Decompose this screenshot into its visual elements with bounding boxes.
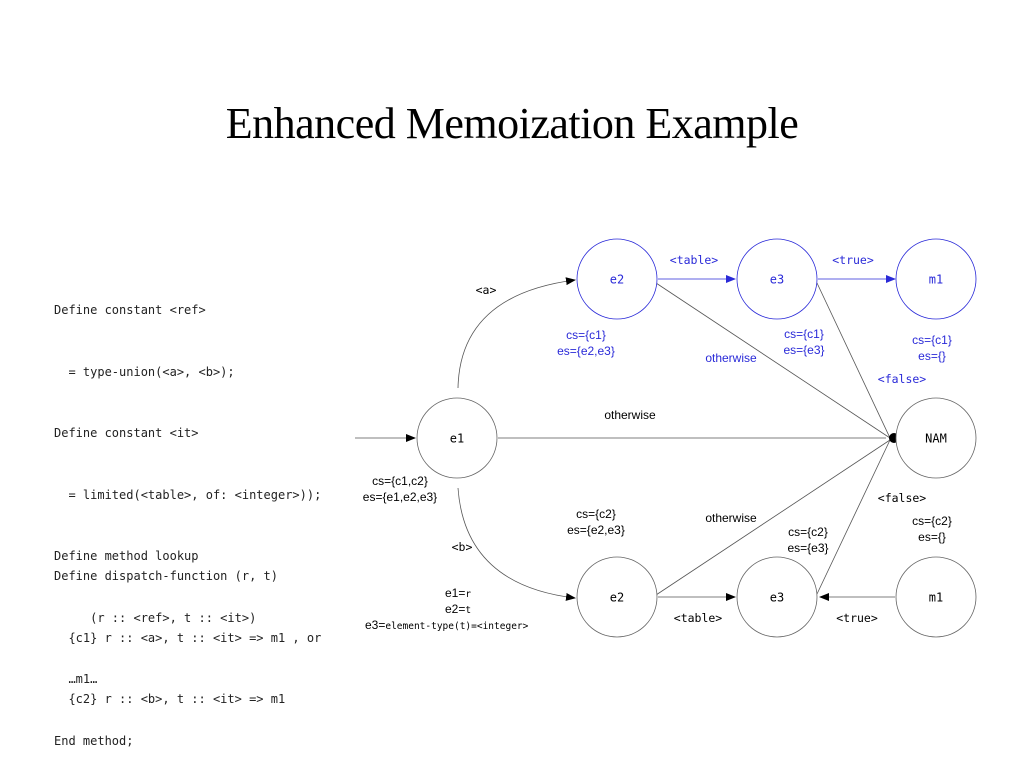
annotation-e2-top-cs: cs={c1} (566, 328, 606, 342)
node-label-e3-top: e3 (770, 273, 784, 287)
code-line: {c1} r :: <a>, t :: <it> => m1 , or (54, 630, 322, 645)
legend-e1: e1=r (445, 586, 471, 600)
edge-label-b: <b> (452, 540, 473, 554)
annotation-e2-top-es: es={e2,e3} (557, 344, 615, 358)
code-line: Define constant <it> (54, 426, 199, 440)
code-line: Define constant <ref> (54, 303, 206, 317)
node-nam (895, 397, 977, 479)
edge-label-true-bottom: <true> (836, 611, 878, 625)
annotation-e2-bottom-es: es={e2,e3} (567, 523, 625, 537)
edge-e1-e2-bottom (457, 487, 576, 601)
node-label-e1: e1 (450, 432, 464, 446)
edge-label-false-top: <false> (878, 372, 927, 386)
legend-e2: e2=t (445, 602, 471, 616)
annotation-e2-bottom-cs: cs={c2} (576, 507, 616, 521)
edge-label-table-top: <table> (670, 253, 719, 267)
variable-legend: e1=r e2=t e3=element-type(t)=<integer> (365, 586, 529, 632)
edge-e2top-nam (655, 282, 891, 439)
code-line: …m1… (54, 672, 98, 686)
annotation-e3-top-cs: cs={c1} (784, 327, 824, 341)
code-line: = type-union(<a>, <b>); (54, 364, 235, 379)
edge-label-otherwise-bottom: otherwise (705, 511, 757, 525)
code-line: {c2} r :: <b>, t :: <it> => m1 (54, 692, 286, 706)
edge-e2bottom-nam (655, 439, 891, 596)
annotation-m1-top-es: es={} (918, 349, 946, 363)
annotation-e1-es: es={e1,e2,e3} (363, 490, 437, 504)
node-e2-top (576, 238, 658, 320)
edge-label-false-bottom: <false> (878, 491, 927, 505)
node-e2-bottom (576, 556, 658, 638)
code-line: Define dispatch-function (r, t) (54, 569, 278, 583)
node-label-nam: NAM (925, 432, 947, 446)
annotation-e1-cs: cs={c1,c2} (372, 474, 428, 488)
edge-e1-e2-top (457, 277, 576, 389)
legend-e3: e3=element-type(t)=<integer> (365, 618, 529, 632)
edge-label-a: <a> (476, 283, 497, 297)
node-m1-top (895, 238, 977, 320)
node-label-m1-top: m1 (929, 273, 943, 287)
annotation-m1-bottom-cs: cs={c2} (912, 514, 952, 528)
edge-e3top-nam (816, 282, 891, 439)
node-e3-bottom (736, 556, 818, 638)
code-line: End method; (54, 733, 134, 748)
annotation-e3-bottom-cs: cs={c2} (788, 525, 828, 539)
edge-e3bottom-nam (816, 439, 891, 595)
edge-label-table-bottom: <table> (674, 611, 723, 625)
node-label-e3-bottom: e3 (770, 591, 784, 605)
edge-label-true-top: <true> (832, 253, 874, 267)
slide-title: Enhanced Memoization Example (225, 99, 799, 148)
node-label-e2-top: e2 (610, 273, 624, 287)
node-label-m1-bottom: m1 (929, 591, 943, 605)
node-e1 (416, 397, 498, 479)
annotation-e3-bottom-es: es={e3} (787, 541, 828, 555)
method-definition-code: Define constant <ref> = type-union(<a>, … (54, 259, 321, 772)
annotation-m1-top-cs: cs={c1} (912, 333, 952, 347)
node-label-e2-bottom: e2 (610, 591, 624, 605)
node-e3-top (736, 238, 818, 320)
edge-label-otherwise-top: otherwise (705, 351, 757, 365)
code-line: (r :: <ref>, t :: <it>) (54, 610, 257, 625)
annotation-e3-top-es: es={e3} (783, 343, 824, 357)
node-m1-bottom (895, 556, 977, 638)
edge-label-otherwise-mid: otherwise (604, 408, 656, 422)
code-line: = limited(<table>, of: <integer>)); (54, 487, 322, 502)
annotation-m1-bottom-es: es={} (918, 530, 946, 544)
dispatch-function-code: Define dispatch-function (r, t) {c1} r :… (54, 525, 321, 730)
code-line: Define method lookup (54, 549, 199, 563)
